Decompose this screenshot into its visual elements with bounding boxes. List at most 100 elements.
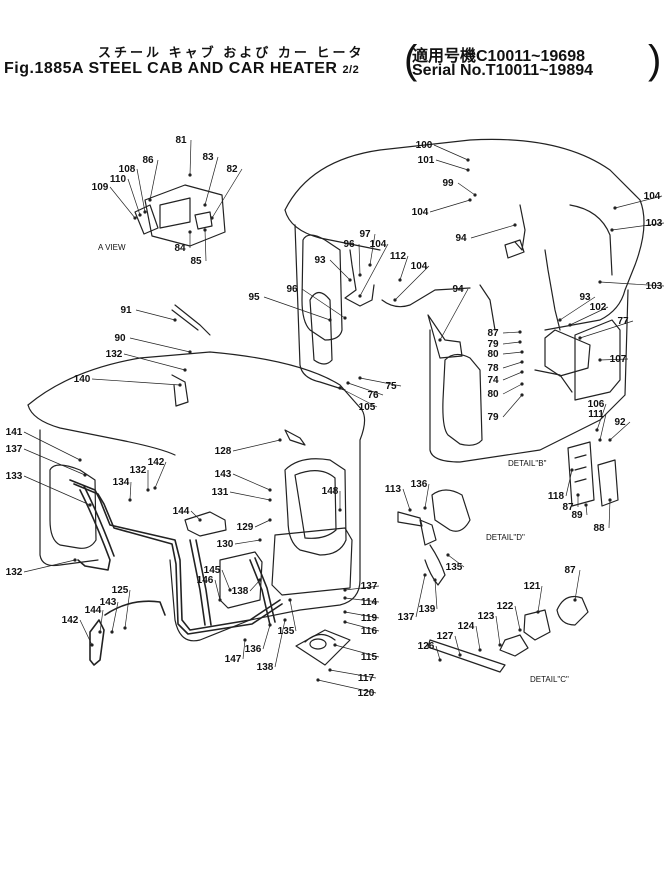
callout-anchor xyxy=(188,173,192,177)
callout-leader xyxy=(189,139,192,176)
callout-label: 104 xyxy=(411,261,428,272)
callout-label: 121 xyxy=(524,581,541,592)
callout-anchor xyxy=(520,370,524,374)
callout-label: 130 xyxy=(217,539,234,550)
callout-anchor xyxy=(218,598,222,602)
callout-label: 129 xyxy=(237,522,254,533)
callout-leader xyxy=(91,378,181,386)
callout-leader xyxy=(190,510,201,521)
figure-title: Fig.1885A STEEL CAB AND CAR HEATER 2/2 xyxy=(4,60,359,78)
callout-leader xyxy=(149,159,159,201)
callout-anchor xyxy=(343,620,347,624)
callout-anchor xyxy=(610,228,614,232)
callout-label: 132 xyxy=(106,349,123,360)
callout-label: 132 xyxy=(6,567,23,578)
callout-anchor xyxy=(520,360,524,364)
callout-anchor xyxy=(83,473,87,477)
callout-leader xyxy=(221,569,231,591)
callout-label: 99 xyxy=(442,178,454,189)
callout-anchor xyxy=(368,263,372,267)
callout-leader xyxy=(599,358,629,361)
callout-leader xyxy=(136,168,146,213)
callout-anchor xyxy=(203,203,207,207)
callout-anchor xyxy=(338,386,342,390)
callout-leader xyxy=(344,621,380,632)
callout-leader xyxy=(470,224,516,239)
callout-label: 78 xyxy=(487,363,499,374)
callout-anchor xyxy=(478,648,482,652)
callout-label: 144 xyxy=(85,605,102,616)
callout-leader xyxy=(232,439,281,452)
callout-label: 143 xyxy=(215,469,232,480)
callout-label: 137 xyxy=(6,444,23,455)
callout-leader xyxy=(502,394,523,418)
callout-leader xyxy=(435,645,441,661)
callout-leader xyxy=(359,243,389,297)
callout-label: 77 xyxy=(617,316,629,327)
callout-anchor xyxy=(278,438,282,442)
callout-leader xyxy=(454,635,461,656)
callout-anchor xyxy=(143,210,147,214)
callout-leader xyxy=(424,483,430,509)
callout-anchor xyxy=(358,294,362,298)
callout-leader xyxy=(502,331,521,334)
callout-anchor xyxy=(90,643,94,647)
callout-anchor xyxy=(518,340,522,344)
callout-anchor xyxy=(73,558,77,562)
callout-anchor xyxy=(268,488,272,492)
callout-leader xyxy=(329,259,351,281)
callout-label: 90 xyxy=(114,333,126,344)
callout-leader xyxy=(579,320,634,339)
callout-anchor xyxy=(98,630,102,634)
callout-label: 134 xyxy=(113,477,130,488)
callout-anchor xyxy=(138,213,142,217)
callout-leader xyxy=(274,619,286,668)
callout-anchor xyxy=(520,350,524,354)
cab-shell-front xyxy=(27,304,366,642)
callout-label: 128 xyxy=(215,446,232,457)
callout-leader xyxy=(502,341,521,345)
callout-leader xyxy=(402,488,411,511)
callout-anchor xyxy=(358,273,362,277)
callout-leader xyxy=(434,579,438,610)
callout-leader xyxy=(415,574,426,618)
callout-leader xyxy=(565,469,573,497)
callout-label: 108 xyxy=(119,164,136,175)
callout-label: 83 xyxy=(202,152,214,163)
callout-label: 79 xyxy=(487,339,499,350)
callout-leader xyxy=(475,625,481,651)
callout-leader xyxy=(23,448,86,476)
callout-label: 137 xyxy=(361,581,378,592)
callout-leader xyxy=(242,639,246,660)
callout-leader xyxy=(23,559,76,573)
callout-anchor xyxy=(458,653,462,657)
callout-anchor xyxy=(133,216,137,220)
callout-leader xyxy=(614,195,663,209)
callout-anchor xyxy=(466,168,470,172)
callout-label: 102 xyxy=(590,302,607,313)
callout-label: 110 xyxy=(110,174,127,185)
callout-anchor xyxy=(598,358,602,362)
callout-label: 81 xyxy=(175,135,187,146)
callout-anchor xyxy=(328,668,332,672)
cab-shell-rear xyxy=(284,138,645,463)
callout-anchor xyxy=(573,598,577,602)
callout-label: 131 xyxy=(212,487,229,498)
callout-label: 127 xyxy=(437,631,454,642)
callout-anchor xyxy=(268,518,272,522)
callout-anchor xyxy=(243,638,247,642)
detail-b-part xyxy=(567,441,619,507)
callout-anchor xyxy=(78,458,82,462)
callout-leader xyxy=(457,182,476,196)
callout-leader xyxy=(596,403,607,431)
callout-label: 87 xyxy=(564,565,576,576)
callout-leader xyxy=(262,624,271,650)
callout-leader xyxy=(127,178,141,216)
callout-label: 138 xyxy=(232,586,249,597)
callout-anchor xyxy=(358,376,362,380)
serial-paren-right: ) xyxy=(648,38,662,82)
callout-leader xyxy=(609,421,631,441)
callout-leader xyxy=(263,296,331,321)
callout-label: 105 xyxy=(359,402,376,413)
a-view-bracket xyxy=(134,184,226,247)
